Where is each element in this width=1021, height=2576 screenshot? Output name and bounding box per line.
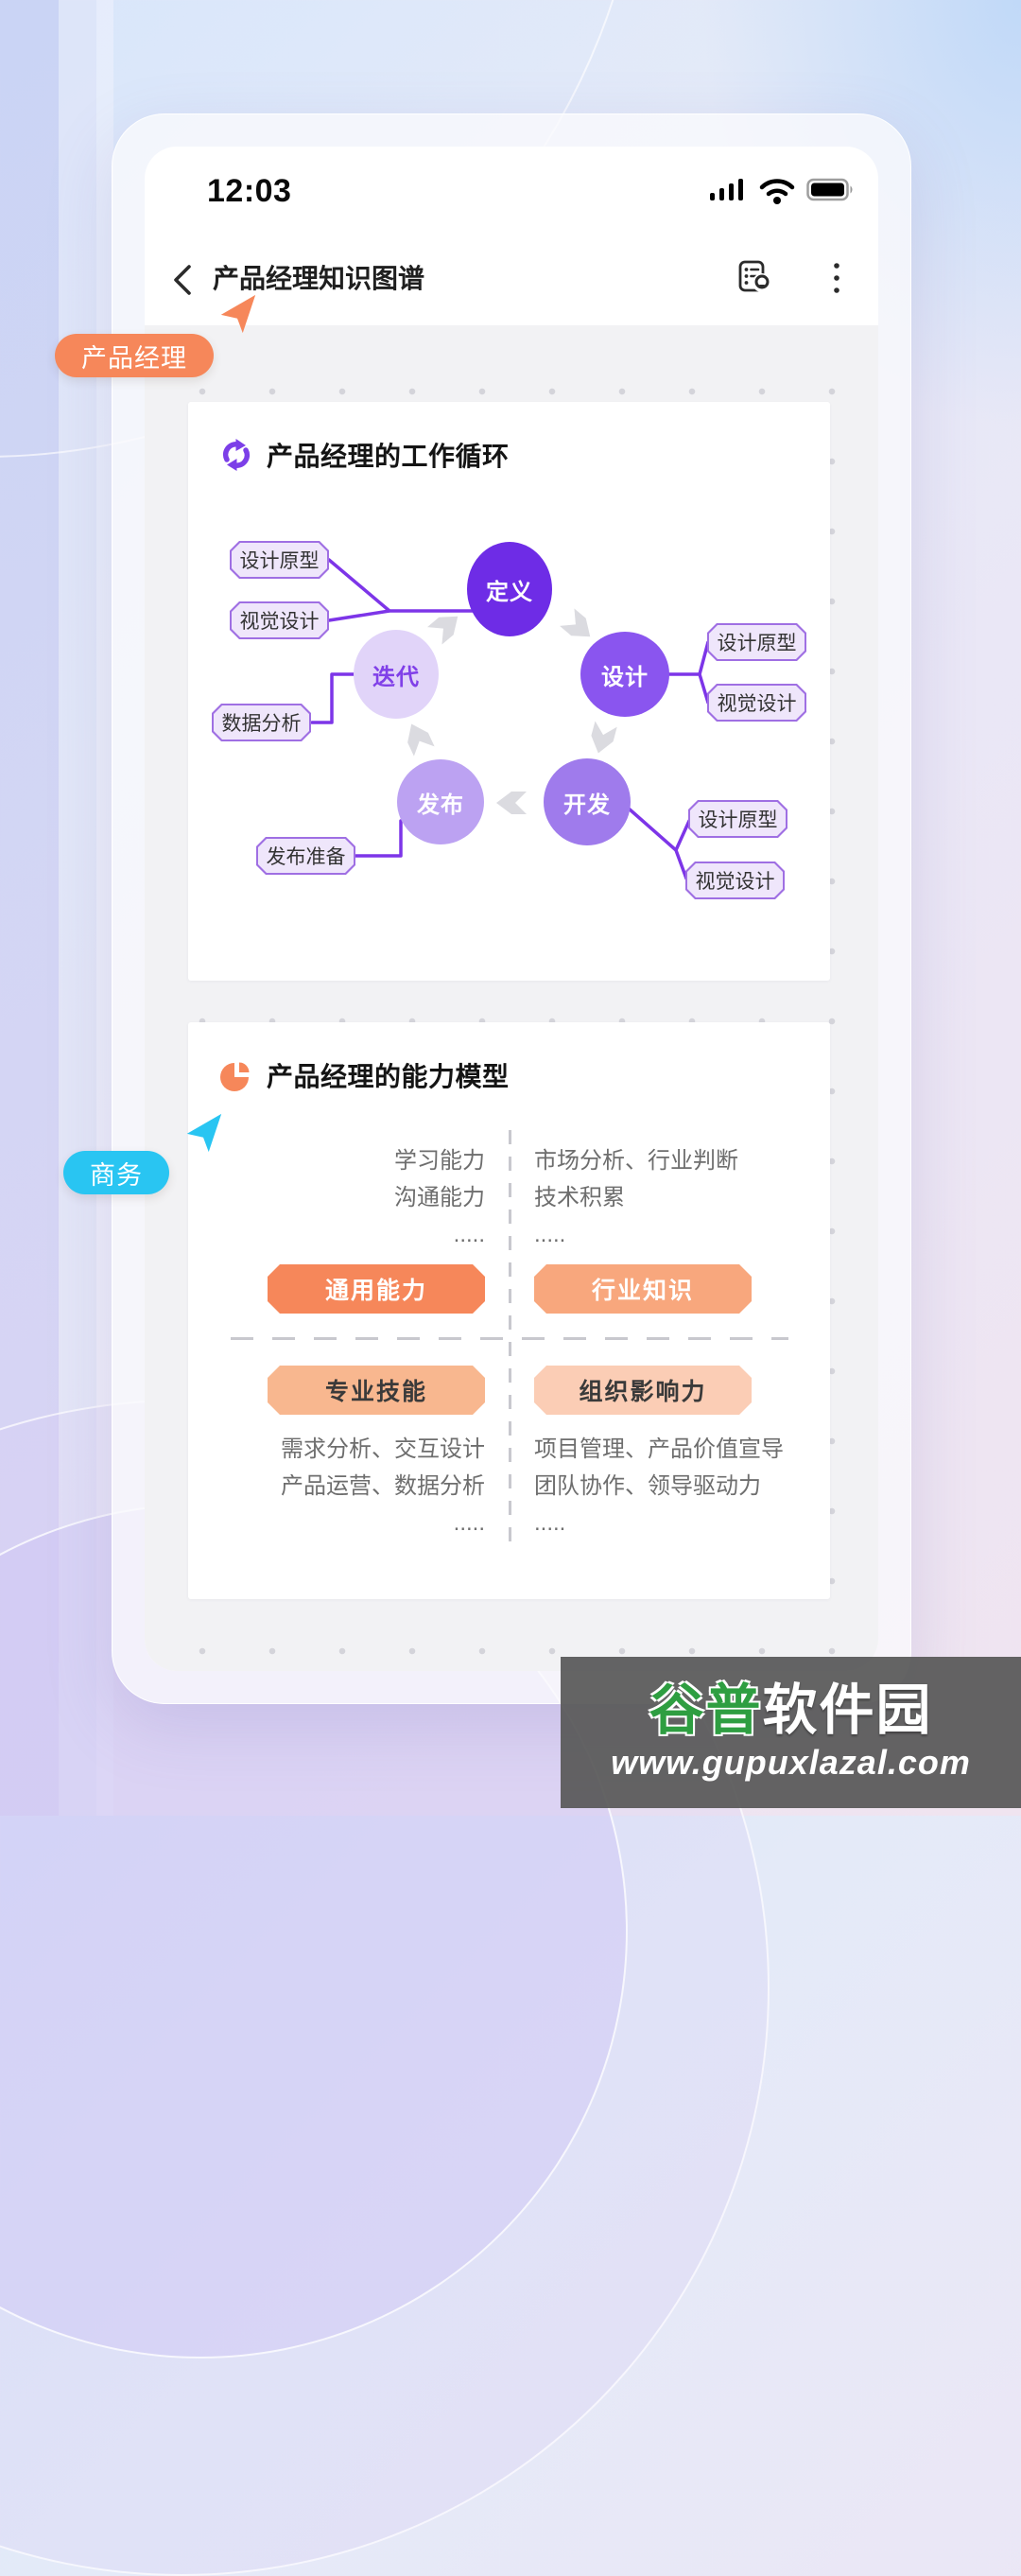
collaborator-name: 产品经理 xyxy=(81,343,187,373)
quadrant-button-professional-skill[interactable]: 专业技能 xyxy=(268,1366,485,1415)
card-capability-header: 产品经理的能力模型 xyxy=(219,1056,510,1094)
status-time: 12:03 xyxy=(207,173,292,209)
quadrant-text-bottom-left: 需求分析、交互设计 产品运营、数据分析 ..... xyxy=(226,1431,485,1541)
card-capability-model[interactable]: 产品经理的能力模型 学习能力 沟通能力 ..... 市场分析、行业判断 技术积累… xyxy=(188,1022,830,1599)
quadrant-text-top-left: 学习能力 沟通能力 ..... xyxy=(226,1142,485,1253)
attachment-label[interactable]: 视觉设计 xyxy=(230,601,329,639)
collaborator-cursor-pm xyxy=(220,294,256,334)
watermark: 谷普软件园 www.gupuxlazal.com xyxy=(561,1657,1021,1808)
status-bar: 12:03 xyxy=(145,147,878,234)
map-note-icon[interactable] xyxy=(736,258,772,296)
page-title: 产品经理知识图谱 xyxy=(213,264,425,293)
collaborator-cursor-biz xyxy=(186,1113,222,1153)
quadrant-line: 需求分析、交互设计 xyxy=(281,1436,485,1462)
attachment-label-text: 视觉设计 xyxy=(687,863,783,897)
quadrant-button-general-ability[interactable]: 通用能力 xyxy=(268,1264,485,1314)
quadrant-text-bottom-right: 项目管理、产品价值宣导 团队协作、领导驱动力 ..... xyxy=(534,1431,818,1541)
attachment-label-text: 发布准备 xyxy=(258,839,354,873)
cycle-node-release[interactable]: 发布 xyxy=(397,759,484,844)
attachment-label[interactable]: 视觉设计 xyxy=(707,684,806,722)
whiteboard-canvas[interactable]: 产品经理的工作循环 xyxy=(145,325,878,1671)
quadrant-button-industry-knowledge[interactable]: 行业知识 xyxy=(534,1264,752,1314)
attachment-label[interactable]: 设计原型 xyxy=(707,623,806,661)
quadrant-line: 沟通能力 xyxy=(394,1185,485,1210)
cycle-icon xyxy=(222,439,251,471)
quadrant-line: 项目管理、产品价值宣导 xyxy=(534,1436,784,1462)
attachment-label[interactable]: 数据分析 xyxy=(212,704,311,741)
quadrant-line: ..... xyxy=(534,1222,566,1247)
kebab-menu-icon[interactable] xyxy=(831,260,842,296)
watermark-brand-suffix: 软件园 xyxy=(762,1679,933,1741)
device-frame: 12:03 xyxy=(112,113,911,1704)
signal-icon xyxy=(710,179,743,200)
cycle-node-develop[interactable]: 开发 xyxy=(544,758,631,845)
node-label: 开发 xyxy=(563,792,611,818)
collaborator-name: 商务 xyxy=(90,1160,143,1190)
quadrant-line: 产品运营、数据分析 xyxy=(281,1473,485,1499)
status-icons xyxy=(708,175,856,205)
cycle-node-design[interactable]: 设计 xyxy=(580,632,669,717)
card-work-cycle-title: 产品经理的工作循环 xyxy=(267,442,510,471)
node-label: 定义 xyxy=(486,579,533,605)
battery-icon xyxy=(806,178,853,201)
card-capability-title: 产品经理的能力模型 xyxy=(267,1062,510,1091)
cycle-connectors xyxy=(310,558,710,880)
quadrant-text-top-right: 市场分析、行业判断 技术积累 ..... xyxy=(534,1142,818,1253)
card-work-cycle[interactable]: 产品经理的工作循环 xyxy=(188,402,830,981)
quadrant-line: ..... xyxy=(534,1510,566,1536)
attachment-label[interactable]: 发布准备 xyxy=(256,837,355,875)
quadrant-line: ..... xyxy=(453,1510,485,1536)
quadrant-button-org-influence[interactable]: 组织影响力 xyxy=(534,1366,752,1415)
node-label: 设计 xyxy=(601,664,649,690)
attachment-label-text: 设计原型 xyxy=(232,543,327,577)
collaborator-badge-pm: 产品经理 xyxy=(55,334,214,377)
quadrant-line: 技术积累 xyxy=(534,1185,625,1210)
attachment-label[interactable]: 视觉设计 xyxy=(685,862,785,899)
pie-icon xyxy=(220,1062,250,1091)
nav-bar: 产品经理知识图谱 xyxy=(145,234,878,325)
node-label: 迭代 xyxy=(372,664,420,690)
attachment-label-text: 数据分析 xyxy=(214,705,309,740)
card-work-cycle-header: 产品经理的工作循环 xyxy=(219,436,510,474)
quadrant-line: 市场分析、行业判断 xyxy=(534,1148,738,1174)
watermark-brand: 谷普软件园 xyxy=(649,1679,933,1741)
attachment-label[interactable]: 设计原型 xyxy=(230,541,329,579)
cycle-arrows xyxy=(407,608,617,814)
quadrant-line: 团队协作、领导驱动力 xyxy=(534,1473,761,1499)
quadrant-horizontal-divider xyxy=(231,1337,788,1340)
attachment-label-text: 设计原型 xyxy=(690,802,786,836)
app-screen: 12:03 xyxy=(145,147,878,1671)
watermark-brand-prefix: 谷普 xyxy=(649,1679,763,1741)
watermark-url: www.gupuxlazal.com xyxy=(611,1743,971,1783)
bg-stripe-left-3 xyxy=(96,0,113,1816)
back-icon[interactable] xyxy=(169,262,198,298)
node-label: 发布 xyxy=(417,792,464,818)
quadrant-line: ..... xyxy=(453,1222,485,1247)
collaborator-badge-biz: 商务 xyxy=(63,1151,169,1194)
attachment-label-text: 设计原型 xyxy=(709,625,805,659)
cycle-node-iterate[interactable]: 迭代 xyxy=(354,630,439,719)
wifi-icon xyxy=(759,179,795,204)
quadrant-vertical-divider xyxy=(509,1130,511,1550)
attachment-label[interactable]: 设计原型 xyxy=(688,800,787,838)
attachment-label-text: 视觉设计 xyxy=(232,603,327,637)
quadrant-line: 学习能力 xyxy=(394,1148,485,1174)
cycle-diagram: 定义 设计 开发 发布 迭代 设计原型 视觉设计 数据分析 发布准备 设计原型 … xyxy=(188,402,830,981)
attachment-label-text: 视觉设计 xyxy=(709,686,805,720)
cycle-node-define[interactable]: 定义 xyxy=(467,542,552,636)
